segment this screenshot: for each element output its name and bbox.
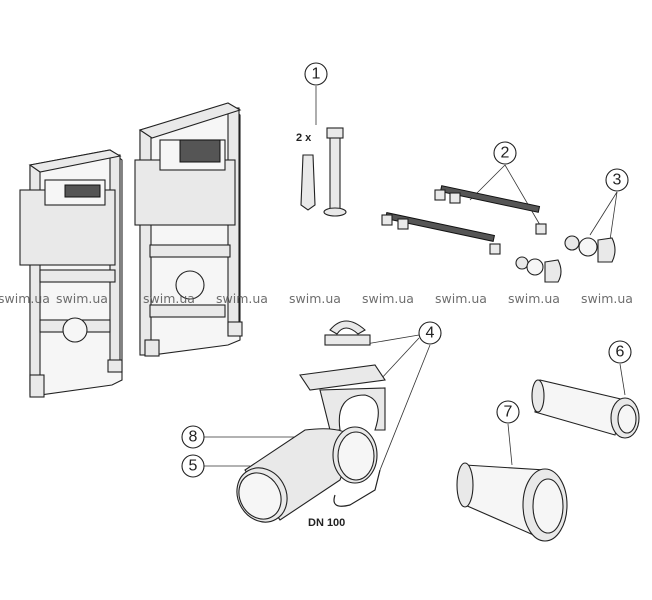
quantity-label: 2 x (296, 132, 312, 144)
cap-nuts (515, 191, 618, 283)
callout-6: 6 (608, 340, 632, 364)
watermark: swim.ua (216, 291, 268, 306)
watermark: swim.ua (508, 291, 560, 306)
watermark: swim.ua (143, 291, 195, 306)
watermark-row: swim.ua swim.ua swim.ua swim.ua swim.ua … (0, 291, 633, 306)
callout-label: 5 (189, 458, 198, 475)
callout-8: 8 (181, 425, 205, 449)
watermark: swim.ua (56, 291, 108, 306)
watermark: swim.ua (362, 291, 414, 306)
watermark: swim.ua (581, 291, 633, 306)
callout-2: 2 (493, 141, 517, 165)
callout-label: 8 (189, 429, 198, 446)
pipe-clamps (299, 320, 431, 471)
callout-3: 3 (605, 168, 629, 192)
callout-4: 4 (418, 321, 442, 345)
installation-frame-left (19, 149, 123, 398)
callout-label: 1 (312, 66, 321, 83)
threaded-rods (381, 164, 547, 255)
callout-7: 7 (496, 400, 520, 424)
callout-5: 5 (181, 454, 205, 478)
callout-label: 7 (504, 404, 513, 421)
callout-label: 4 (426, 325, 435, 342)
pipe-bend-dn100 (204, 426, 381, 523)
callout-label: 6 (616, 344, 625, 361)
watermark: swim.ua (435, 291, 487, 306)
installation-frame-right (134, 102, 243, 357)
watermark: swim.ua (0, 291, 50, 306)
watermark: swim.ua (289, 291, 341, 306)
anchor-bolts (300, 86, 347, 217)
callout-label: 3 (613, 172, 622, 189)
callout-1: 1 (304, 62, 328, 86)
pipe-size-label: DN 100 (308, 517, 345, 529)
callout-label: 2 (501, 145, 510, 162)
connection-pipe (531, 363, 640, 439)
connection-sleeve (456, 423, 568, 542)
